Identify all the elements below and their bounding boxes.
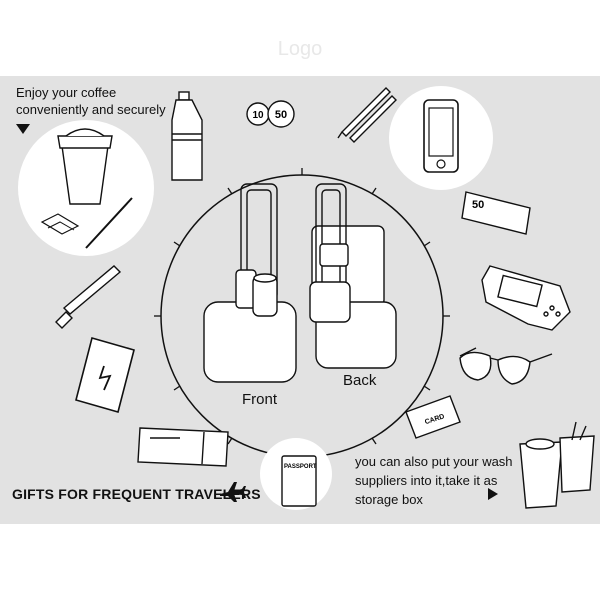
banknote-label: 50 xyxy=(472,199,484,211)
boarding-pass-icon xyxy=(137,427,229,467)
coffee-cup-icon xyxy=(18,120,154,256)
back-label: Back xyxy=(343,372,377,389)
passport-icon xyxy=(260,438,332,510)
sunglasses-icon xyxy=(459,347,553,385)
game-console-icon xyxy=(481,265,571,331)
illustration-canvas: 10 50 50 xyxy=(18,86,595,510)
gifts-heading: GIFTS FOR FREQUENT TRAVELERS xyxy=(12,486,261,502)
airplane-icon xyxy=(220,482,246,502)
coffee-caption: Enjoy your coffee conveniently and secur… xyxy=(16,85,166,117)
center-ring xyxy=(154,168,450,464)
pens-icon xyxy=(337,87,397,143)
coin-10-label: 10 xyxy=(252,110,264,121)
card-icon xyxy=(405,395,461,439)
logo: Logo xyxy=(277,38,323,60)
smartphone-icon xyxy=(389,86,493,190)
front-label: Front xyxy=(242,391,278,408)
triangle-down-icon xyxy=(16,124,30,134)
wash-caption: you can also put your wash suppliers int… xyxy=(355,454,513,507)
cup-holder-back-icon xyxy=(309,183,397,369)
power-bank-icon xyxy=(75,337,135,413)
coin-50-label: 50 xyxy=(275,109,287,121)
cosmetics-cup-icon xyxy=(519,421,595,509)
water-bottle-icon xyxy=(171,91,203,181)
coins-icon xyxy=(246,100,295,128)
product-infographic-panel: Enjoy your coffee conveniently and secur… xyxy=(0,76,600,524)
triangle-right-icon xyxy=(488,488,498,500)
banknote-icon xyxy=(461,191,531,235)
cup-holder-front-icon xyxy=(203,183,297,383)
pen-icon xyxy=(55,265,122,329)
passport-label: PASSPORT xyxy=(284,464,317,470)
